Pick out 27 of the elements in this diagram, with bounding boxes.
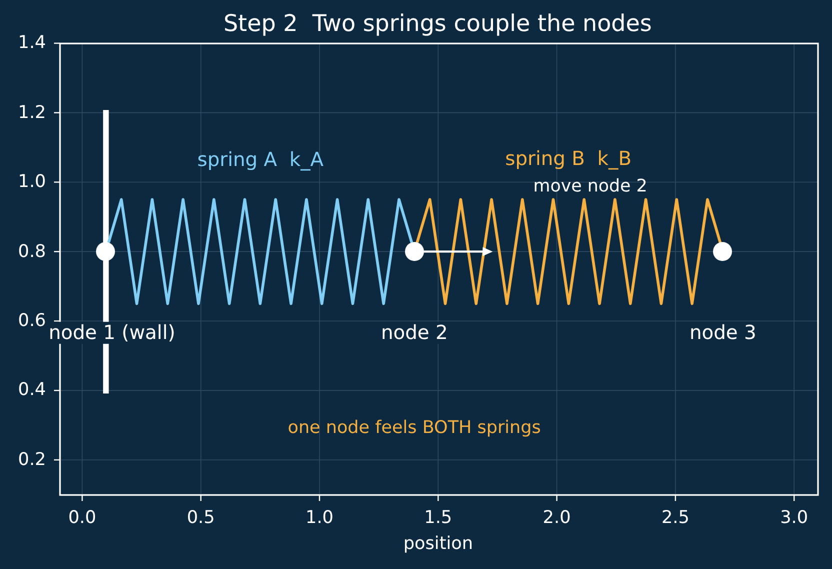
axis-title: position	[403, 534, 474, 554]
node-dot	[713, 242, 732, 262]
tick-label: 1.2	[18, 102, 46, 123]
node-dot	[96, 242, 116, 262]
edge-label: spring A k_A	[197, 148, 324, 172]
tick-label: 1.4	[18, 33, 46, 54]
tick-label: 0.6	[18, 310, 46, 332]
annotation-text: move node 2	[533, 177, 648, 197]
edge-label: spring B k_B	[505, 148, 632, 170]
tick-label: 1.0	[18, 172, 46, 192]
node-label: node 2	[380, 322, 449, 344]
tick-label: 0.2	[18, 450, 46, 470]
tick-label: 0.8	[18, 241, 46, 262]
tick-label: 1.0	[306, 508, 334, 528]
note-text: one node feels BOTH springs	[288, 417, 541, 438]
node-label: node 1 (wall)	[48, 322, 176, 344]
tick-label: 0.4	[18, 380, 46, 401]
tick-label: 2.0	[542, 508, 571, 528]
node-dot	[404, 242, 424, 262]
spring-coil	[416, 198, 722, 306]
tick-label: 1.5	[424, 508, 452, 528]
chart-title: Step 2 Two springs couple the nodes	[223, 11, 652, 38]
tick-label: 0.5	[186, 508, 215, 528]
tick-label: 0.0	[68, 508, 96, 528]
spring-coil	[107, 198, 414, 306]
tick-label: 3.0	[780, 508, 808, 528]
tick-label: 2.5	[661, 508, 690, 528]
